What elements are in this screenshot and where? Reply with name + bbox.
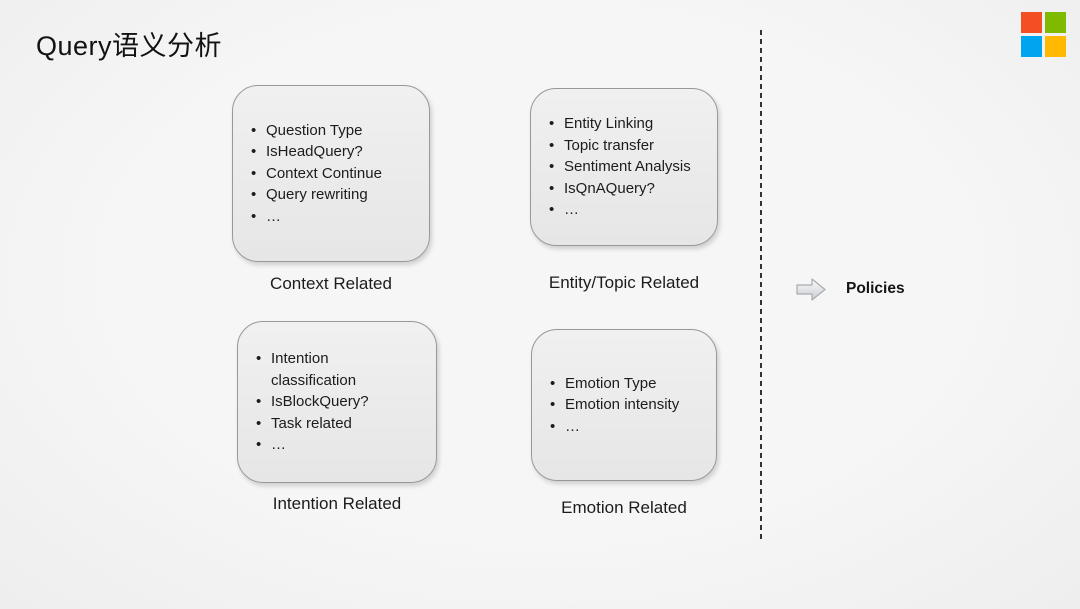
bullet-item: … xyxy=(547,199,707,221)
card-label-intention: Intention Related xyxy=(272,494,402,513)
category-card-context: Question Type IsHeadQuery? Context Conti… xyxy=(232,85,430,262)
category-group-intention: Intention classification IsBlockQuery? T… xyxy=(237,321,437,514)
card-label-context: Context Related xyxy=(270,274,392,293)
bullet-item: … xyxy=(548,416,706,438)
card-label-entity-topic: Entity/Topic Related xyxy=(548,273,700,292)
dashed-separator-line xyxy=(760,30,762,541)
bullet-item: IsQnAQuery? xyxy=(547,178,707,200)
category-group-entity-topic: Entity Linking Topic transfer Sentiment … xyxy=(530,88,718,293)
bullet-item: … xyxy=(254,434,410,456)
bullet-item: Task related xyxy=(254,413,410,435)
logo-square-blue xyxy=(1021,36,1042,57)
bullet-item: … xyxy=(249,206,411,228)
logo-square-green xyxy=(1045,12,1066,33)
category-card-emotion: Emotion Type Emotion intensity … xyxy=(531,329,717,481)
category-card-intention: Intention classification IsBlockQuery? T… xyxy=(237,321,437,483)
card-bullet-list: Emotion Type Emotion intensity … xyxy=(548,373,706,438)
bullet-item: Query rewriting xyxy=(249,184,411,206)
bullet-item: Question Type xyxy=(249,120,411,142)
card-bullet-list: Intention classification IsBlockQuery? T… xyxy=(254,348,410,456)
logo-square-yellow xyxy=(1045,36,1066,57)
card-bullet-list: Entity Linking Topic transfer Sentiment … xyxy=(547,113,707,221)
bullet-item: Emotion Type xyxy=(548,373,706,395)
logo-square-red xyxy=(1021,12,1042,33)
card-bullet-list: Question Type IsHeadQuery? Context Conti… xyxy=(249,120,411,228)
bullet-item: IsHeadQuery? xyxy=(249,141,411,163)
card-label-emotion: Emotion Related xyxy=(561,498,687,517)
bullet-item: IsBlockQuery? xyxy=(254,391,410,413)
slide-title: Query语义分析 xyxy=(36,31,223,61)
microsoft-logo xyxy=(1021,12,1066,57)
bullet-item: Sentiment Analysis xyxy=(547,156,707,178)
policies-label: Policies xyxy=(846,280,905,297)
bullet-item: Entity Linking xyxy=(547,113,707,135)
bullet-item: Topic transfer xyxy=(547,135,707,157)
category-group-context: Question Type IsHeadQuery? Context Conti… xyxy=(232,85,430,294)
category-group-emotion: Emotion Type Emotion intensity … Emotion… xyxy=(531,329,717,518)
category-card-entity-topic: Entity Linking Topic transfer Sentiment … xyxy=(530,88,718,246)
bullet-item: Context Continue xyxy=(249,163,411,185)
arrow-right-icon xyxy=(796,278,826,301)
bullet-item: Intention classification xyxy=(254,348,410,391)
bullet-item: Emotion intensity xyxy=(548,394,706,416)
